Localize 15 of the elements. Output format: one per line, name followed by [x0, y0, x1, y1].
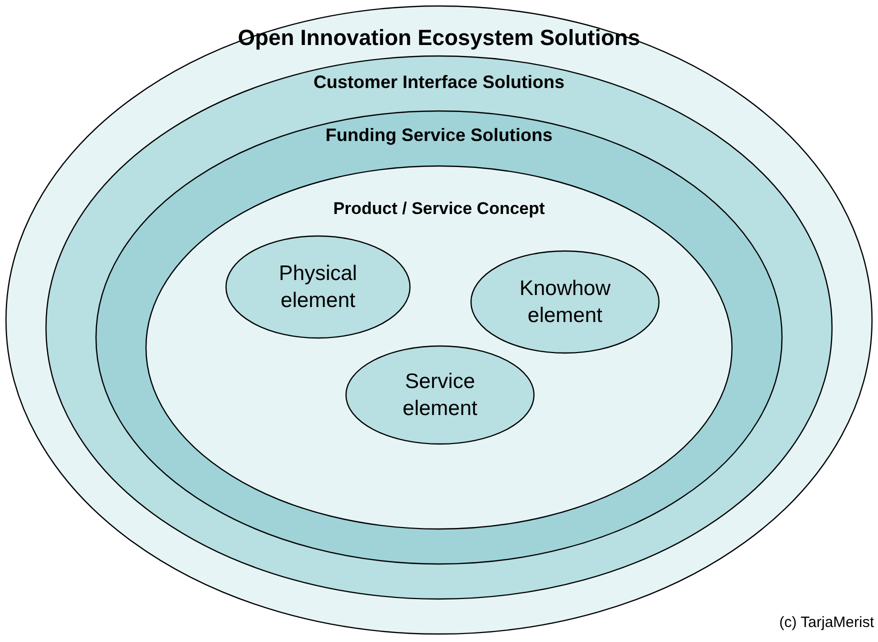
- ring-title: Funding Service Solutions: [325, 125, 553, 146]
- element-ellipse: [225, 235, 411, 339]
- ellipse-ring: [95, 110, 783, 565]
- element-ellipse: [470, 250, 660, 354]
- copyright-note: (c) TarjaMerist: [779, 614, 874, 631]
- ring-title: Customer Interface Solutions: [313, 72, 565, 93]
- ellipse-ring: [5, 5, 873, 635]
- element-label: Service element: [402, 368, 478, 422]
- ellipse-ring: [45, 55, 833, 600]
- ellipse-ring: [145, 165, 733, 530]
- element-ellipse: [345, 345, 535, 445]
- ring-title: Product / Service Concept: [333, 199, 545, 219]
- element-label: Physical element: [278, 260, 358, 314]
- ring-title: Open Innovation Ecosystem Solutions: [238, 25, 640, 51]
- element-label: Knowhow element: [518, 276, 612, 329]
